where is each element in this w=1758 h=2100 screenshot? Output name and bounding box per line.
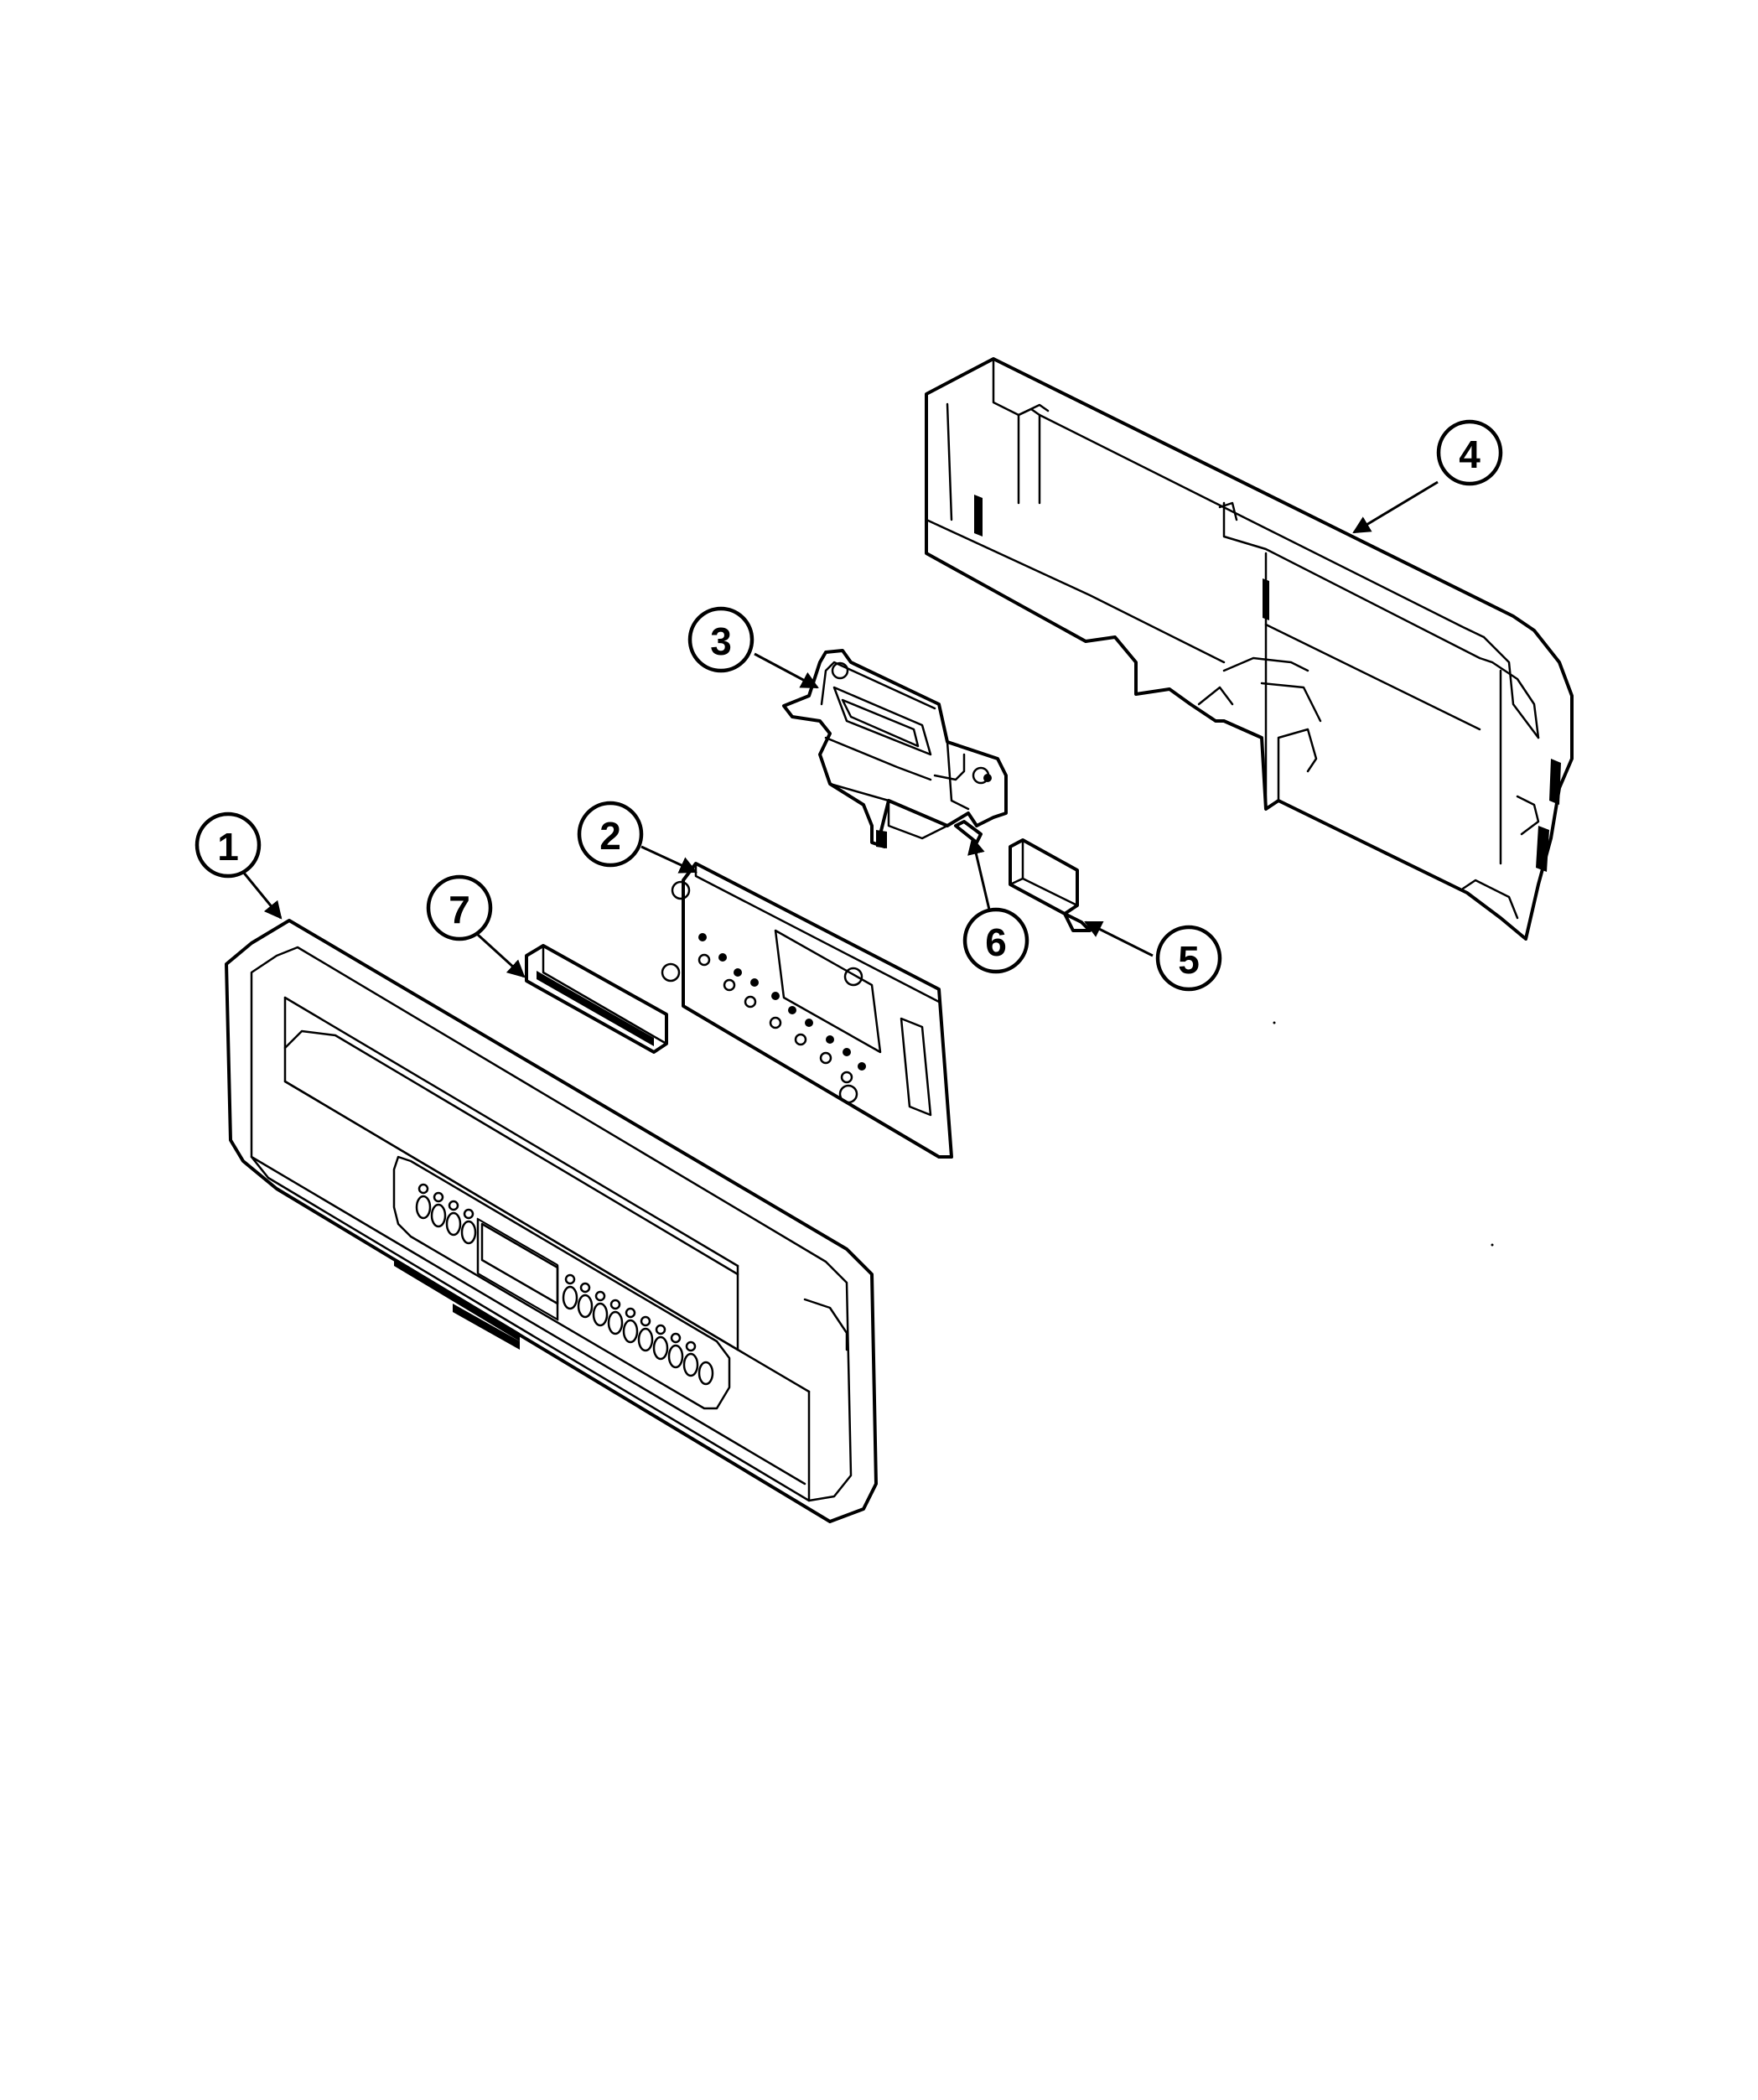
callout-7-label: 7 [449, 888, 470, 931]
part-4-console-housing[interactable] [925, 357, 1574, 941]
callout-4-label: 4 [1459, 433, 1481, 476]
callout-1-label: 1 [217, 825, 239, 869]
callout-2: 2 [577, 801, 644, 868]
board-leds [697, 933, 866, 1084]
part-5-micro-switch[interactable] [1009, 838, 1092, 932]
callout-7: 7 [426, 874, 493, 941]
part-3-latch-bracket[interactable] [782, 649, 1008, 848]
speck [1273, 1021, 1276, 1024]
callout-6-label: 6 [985, 920, 1007, 964]
callout-5: 5 [1155, 925, 1222, 992]
part-1-control-panel[interactable] [225, 919, 878, 1523]
callout-1: 1 [194, 811, 262, 879]
callout-2-label: 2 [599, 814, 621, 858]
callout-6: 6 [962, 907, 1029, 974]
panel-buttons [415, 1183, 714, 1386]
leader-lines [241, 480, 1439, 978]
callout-5-label: 5 [1178, 938, 1200, 982]
speck [1491, 1243, 1494, 1247]
part-2-control-board[interactable] [661, 862, 953, 1159]
callout-4: 4 [1436, 419, 1503, 486]
callout-3: 3 [687, 606, 755, 673]
part-7-connector[interactable] [525, 944, 668, 1054]
callout-3-label: 3 [710, 620, 732, 663]
